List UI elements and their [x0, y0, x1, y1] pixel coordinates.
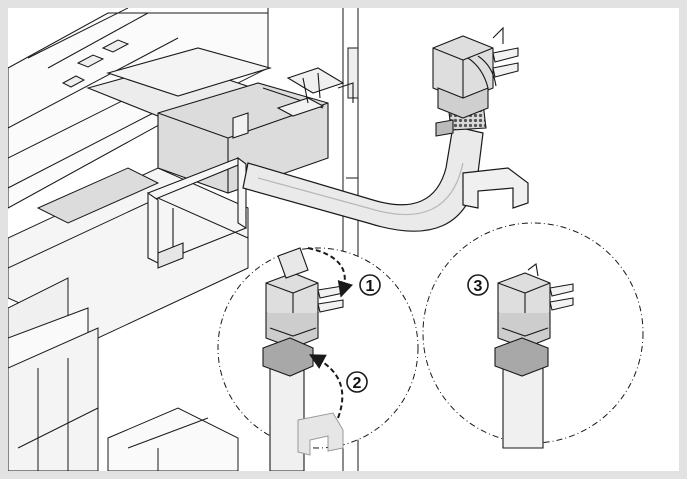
top-connector [432, 26, 519, 137]
connector-detail-1 [265, 247, 344, 349]
step-3-label: 3 [474, 278, 483, 295]
step-2-marker: 2 [346, 371, 368, 393]
detail-circle-step-3: 3 [422, 222, 644, 449]
step-3-marker: 3 [467, 274, 489, 296]
step-2-label: 2 [353, 375, 362, 392]
connector-detail-3 [497, 263, 574, 349]
assembly-diagram: 1 2 3 [8, 8, 644, 471]
illustration-panel: 1 2 3 [8, 8, 679, 471]
round-cable [242, 125, 529, 232]
step-1-marker: 1 [359, 274, 381, 296]
ferrite-clip-installed-3 [494, 337, 549, 377]
ferrite-clip-ghost [297, 412, 344, 456]
arrow-step-1 [307, 247, 354, 298]
ribbon-cable [86, 47, 272, 119]
detail-circle-steps-1-2: 1 2 [217, 247, 419, 471]
bracket-frame [147, 156, 247, 269]
step-1-label: 1 [366, 278, 375, 295]
arrow-step-2 [308, 354, 344, 419]
connector-block [157, 67, 354, 194]
